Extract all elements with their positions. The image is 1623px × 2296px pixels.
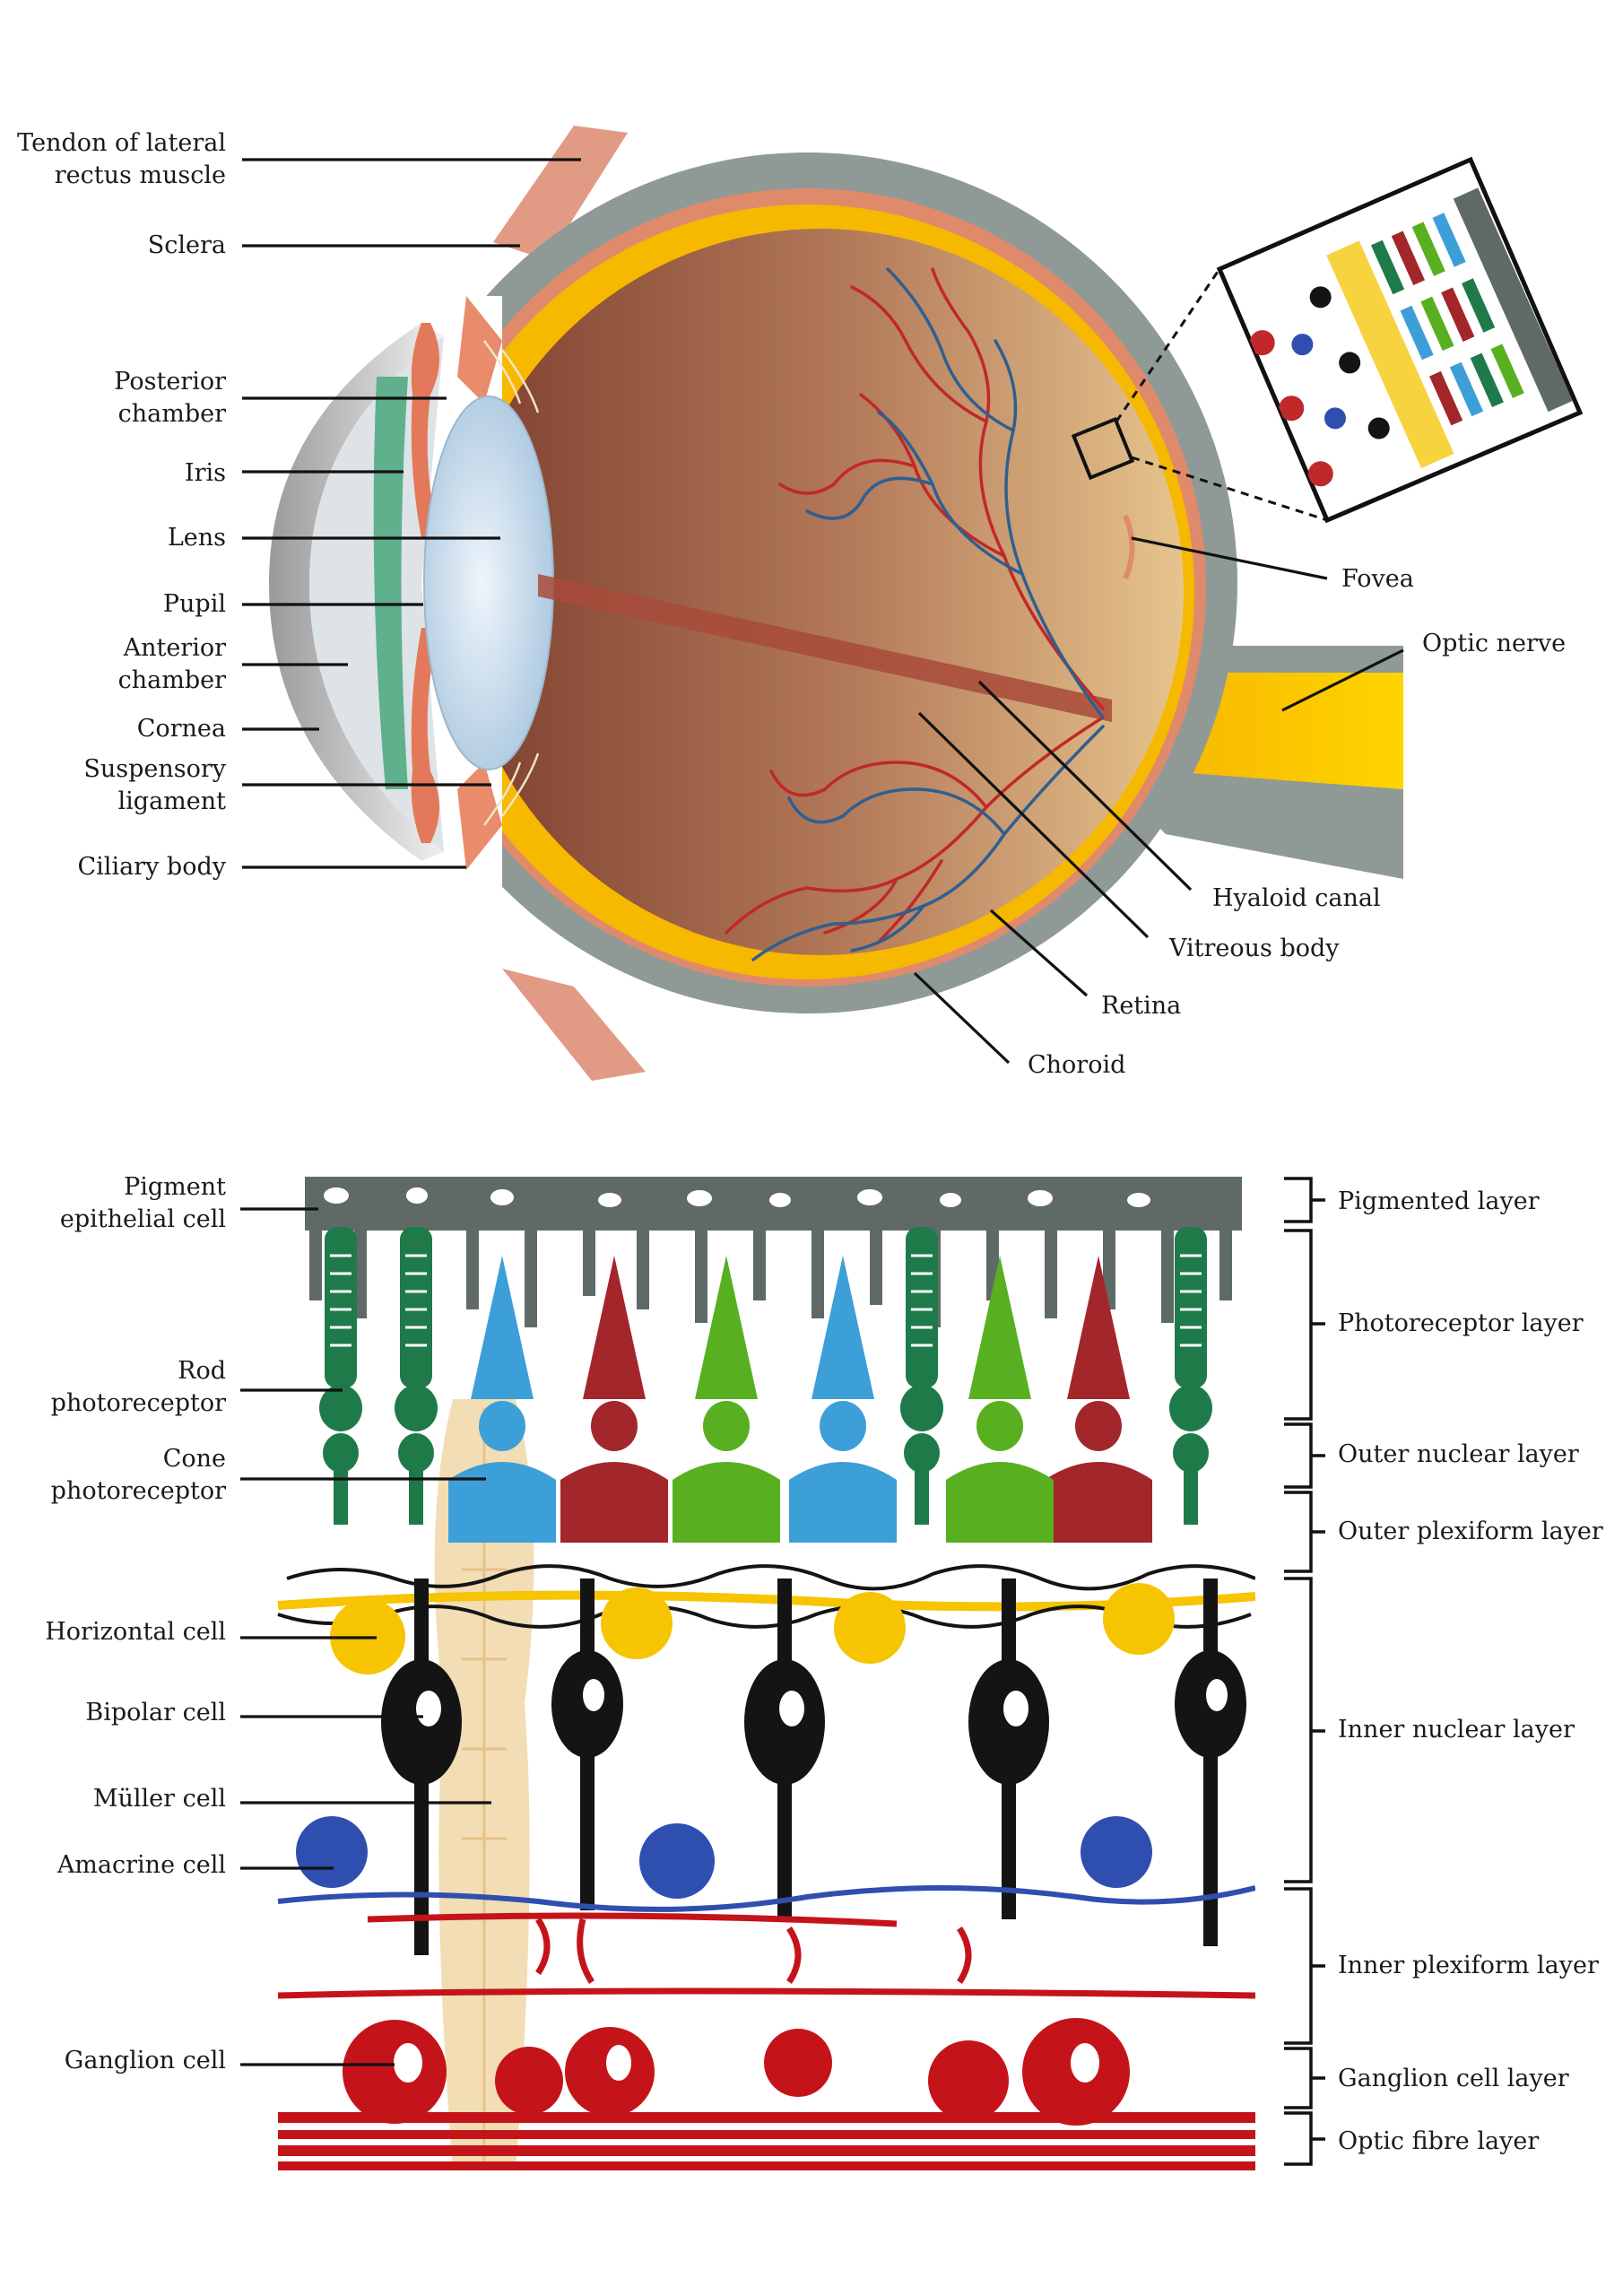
inset-connector-top: [1115, 268, 1221, 422]
label-tendon-line2: rectus muscle: [55, 161, 226, 189]
label-cone-line2: photoreceptor: [51, 1477, 226, 1505]
ganglion-dendrites: [277, 1912, 1255, 1999]
retina-inset: [1216, 156, 1584, 524]
label-pupil: Pupil: [163, 590, 226, 618]
retina-layers: [277, 1177, 1255, 2170]
suspensory-ligament: [482, 340, 540, 826]
iris-tissue: [373, 377, 408, 789]
retinal-arteries: [725, 267, 1105, 944]
label-tendon-line1: Tendon of lateral: [17, 129, 226, 157]
optic-fibres: [278, 2112, 1255, 2170]
hyaloid-canal: [538, 574, 1112, 722]
label-inner-nuclear-layer: Inner nuclear layer: [1338, 1716, 1575, 1744]
rectus-tendon-top: [493, 126, 628, 260]
ganglion-nuclei: [394, 2043, 1099, 2083]
label-pigment-line2: epithelial cell: [60, 1205, 226, 1233]
fovea-inset-marker: [1071, 416, 1135, 481]
rectus-tendon-bottom: [502, 969, 646, 1081]
ciliary-bottom: [411, 628, 439, 843]
label-amacrine-cell: Amacrine cell: [56, 1851, 226, 1879]
cone-green: [673, 1256, 1054, 1543]
label-outer-plexiform-layer: Outer plexiform layer: [1338, 1518, 1603, 1545]
cornea: [269, 323, 444, 861]
outer-plexiform-dendrites: [277, 1564, 1255, 1629]
label-outer-nuclear-layer: Outer nuclear layer: [1338, 1440, 1579, 1468]
label-photoreceptor-layer: Photoreceptor layer: [1338, 1309, 1584, 1337]
cone-red: [560, 1256, 1152, 1543]
retina-leader-lines: [240, 1207, 491, 2066]
label-rod-line1: Rod: [178, 1357, 226, 1385]
inset-connector-bottom: [1131, 456, 1328, 522]
retinal-veins: [751, 267, 1105, 961]
label-vitreous-body: Vitreous body: [1168, 935, 1340, 962]
label-iris: Iris: [185, 459, 226, 487]
fovea-pit: [1123, 514, 1135, 580]
label-pigmented-layer: Pigmented layer: [1338, 1187, 1540, 1215]
label-horizontal-cell: Horizontal cell: [45, 1618, 226, 1646]
label-pigment-line1: Pigment: [124, 1173, 226, 1201]
eye-right-labels: Fovea Optic nerve Hyaloid canal Vitreous…: [1028, 565, 1566, 1079]
label-ganglion-cell-layer: Ganglion cell layer: [1338, 2065, 1569, 2092]
ciliary-muscle-top: [457, 296, 502, 404]
label-anterior-line2: chamber: [118, 666, 226, 694]
ciliary-muscle-bottom: [457, 762, 502, 870]
label-cone-line1: Cone: [163, 1445, 226, 1473]
horizontal-cells: [330, 1583, 1175, 1674]
label-optic-nerve: Optic nerve: [1422, 630, 1566, 657]
label-suspensory-line2: ligament: [118, 787, 227, 815]
retina-cell-labels: Pigment epithelial cell Rod photorecepto…: [45, 1173, 226, 2074]
label-hyaloid-canal: Hyaloid canal: [1212, 884, 1381, 912]
label-choroid: Choroid: [1028, 1051, 1125, 1079]
ganglion-cells: [343, 2018, 1130, 2126]
label-posterior-line2: chamber: [118, 400, 226, 428]
eye-left-labels: Tendon of lateral rectus muscle Sclera P…: [17, 129, 227, 881]
ciliary-top: [411, 323, 439, 538]
eye-leader-lines: [242, 158, 1404, 1065]
label-optic-fibre-layer: Optic fibre layer: [1338, 2127, 1539, 2155]
lens: [423, 396, 554, 770]
rod-photoreceptors: [319, 1227, 1212, 1525]
label-bipolar-cell: Bipolar cell: [85, 1699, 226, 1726]
eye-cross-section: [269, 126, 1403, 1081]
label-lens: Lens: [168, 524, 226, 552]
retina-layer-labels: Pigmented layer Photoreceptor layer Oute…: [1338, 1187, 1603, 2155]
label-suspensory-line1: Suspensory: [83, 755, 226, 783]
label-retina: Retina: [1101, 992, 1181, 1020]
rod-discs: [330, 1254, 1202, 1347]
label-inner-plexiform-layer: Inner plexiform layer: [1338, 1952, 1599, 1979]
vitreous-body: [457, 229, 1184, 955]
label-cornea: Cornea: [137, 715, 226, 743]
label-ciliary-body: Ciliary body: [78, 853, 227, 881]
cone-blue: [448, 1256, 897, 1543]
layer-brackets: [1284, 1177, 1325, 2166]
amacrine-processes: [277, 1885, 1255, 1912]
label-anterior-line1: Anterior: [123, 634, 227, 662]
label-rod-line2: photoreceptor: [51, 1389, 226, 1417]
label-sclera: Sclera: [148, 231, 226, 259]
label-posterior-line1: Posterior: [114, 368, 226, 396]
label-ganglion-cell: Ganglion cell: [65, 2047, 226, 2074]
amacrine-cells: [296, 1816, 1152, 1899]
label-fovea: Fovea: [1341, 565, 1414, 593]
label-muller-cell: Müller cell: [93, 1785, 226, 1813]
pigment-nuclei: [324, 1187, 1150, 1207]
